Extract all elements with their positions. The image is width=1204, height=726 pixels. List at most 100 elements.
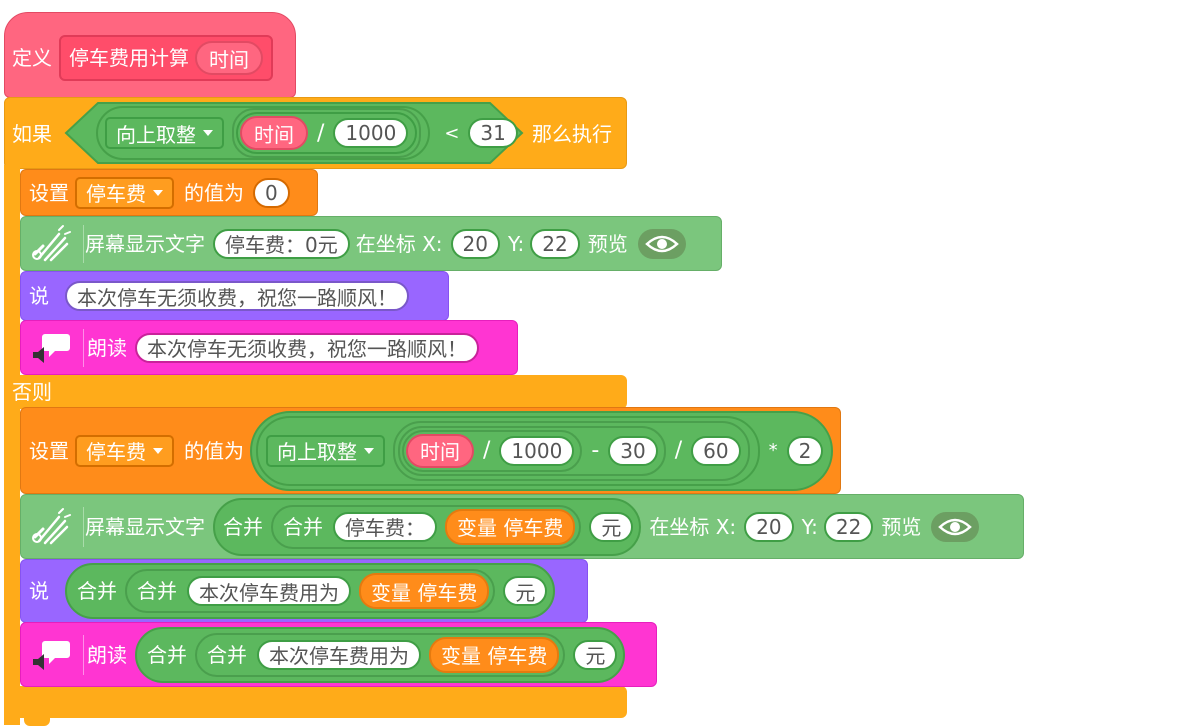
speaker-icon [33, 346, 44, 363]
show-text-block-2[interactable]: 屏幕显示文字 合并 合并 停车费： 变量 停车费 元 在坐标 X: 20 Y: … [20, 494, 1024, 559]
eye-icon [644, 235, 679, 252]
say-block-2[interactable]: 说 合并 合并 本次停车费用为 变量 停车费 元 [20, 559, 588, 623]
show-text-label: 屏幕显示文字 [85, 231, 205, 256]
x-input[interactable]: 20 [450, 228, 500, 259]
set-fee-zero-block[interactable]: 设置 停车费 的值为 0 [20, 169, 318, 216]
join-prefix-input[interactable]: 本次停车费用为 [257, 639, 421, 670]
say-label: 说 [29, 579, 49, 603]
time-var-reporter[interactable]: 时间 [240, 116, 308, 150]
round-up-dropdown[interactable]: 向上取整 [105, 117, 224, 149]
param-time[interactable]: 时间 [195, 41, 263, 75]
divide-reporter[interactable]: 时间 / 1000 [232, 108, 422, 158]
condition-content: 向上取整 时间 / 1000 < 31 [96, 105, 518, 161]
join-label: 合并 [207, 642, 247, 667]
icon-divider [83, 329, 84, 367]
join-label: 合并 [137, 579, 177, 603]
preview-label: 预览 [881, 514, 922, 539]
if-bottom-notch [24, 716, 50, 726]
set-label: 设置 [29, 180, 69, 205]
speech-bubble-icon [33, 640, 70, 670]
magic-wand-icon [32, 224, 71, 261]
divisor-input[interactable]: 1000 [333, 118, 409, 148]
if-arm [4, 165, 20, 725]
coord-x-label: 在坐标 X: [355, 231, 443, 256]
multiply-reporter[interactable]: 向上取整 时间 / 1000 - 30 / 60 * 2 [250, 410, 834, 491]
speak-label: 朗读 [87, 335, 127, 360]
preview-toggle[interactable] [637, 228, 686, 259]
round-up-reporter[interactable]: 向上取整 时间 / 1000 [96, 106, 431, 160]
join-inner[interactable]: 合并 停车费： 变量 停车费 [271, 504, 582, 549]
set-label: 设置 [29, 438, 69, 463]
join-outer[interactable]: 合并 合并 本次停车费用为 变量 停车费 元 [135, 626, 626, 683]
join-label: 合并 [223, 514, 263, 539]
else-bar [4, 375, 627, 409]
if-keyword: 如果 [12, 122, 52, 146]
speak-block-1[interactable]: 朗读 本次停车无须收费，祝您一路顺风！ [20, 320, 518, 375]
speech-bubble-icon [33, 333, 70, 363]
fee-var-reporter[interactable]: 变量 停车费 [429, 636, 560, 673]
divide60-reporter[interactable]: 时间 / 1000 - 30 / 60 [393, 420, 750, 481]
say-block-1[interactable]: 说 本次停车无须收费，祝您一路顺风！ [20, 271, 449, 321]
say-text-input[interactable]: 本次停车无须收费，祝您一路顺风！ [65, 281, 409, 311]
if-footer [4, 686, 627, 718]
show-text-input[interactable]: 停车费：0元 [213, 228, 350, 259]
speak-text-input[interactable]: 本次停车无须收费，祝您一路顺风！ [135, 332, 479, 363]
speak-label: 朗读 [87, 642, 127, 667]
compare-value-input[interactable]: 31 [468, 118, 518, 148]
procedure-name: 停车费用计算 [69, 46, 189, 70]
define-keyword: 定义 [12, 46, 52, 70]
divide-op: / [483, 438, 491, 463]
factor-input[interactable]: 2 [786, 435, 824, 466]
fee-var-dropdown[interactable]: 停车费 [75, 434, 174, 467]
fee-var-dropdown[interactable]: 停车费 [75, 176, 174, 209]
icon-divider [83, 635, 84, 675]
y-input[interactable]: 22 [530, 228, 580, 259]
join-label: 合并 [77, 579, 117, 603]
round-up-dropdown[interactable]: 向上取整 [266, 434, 385, 467]
join-prefix-input[interactable]: 本次停车费用为 [187, 576, 351, 606]
divisor-60-input[interactable]: 60 [691, 435, 741, 466]
round-up-label: 向上取整 [116, 122, 196, 147]
divide1000-reporter[interactable]: 时间 / 1000 [402, 429, 583, 472]
y-input[interactable]: 22 [823, 511, 874, 542]
x-input[interactable]: 20 [744, 511, 794, 542]
minus-reporter[interactable]: 时间 / 1000 - 30 [398, 425, 666, 476]
join-outer[interactable]: 合并 合并 停车费： 变量 停车费 元 [213, 497, 642, 556]
round-up-reporter[interactable]: 向上取整 时间 / 1000 - 30 / 60 [256, 415, 760, 486]
join-unit-input[interactable]: 元 [589, 511, 634, 542]
divide-inner: 时间 / 1000 [236, 112, 418, 154]
else-keyword: 否则 [12, 380, 52, 404]
join-prefix-input[interactable]: 停车费： [333, 511, 437, 542]
show-text-block-1[interactable]: 屏幕显示文字 停车费：0元 在坐标 X: 20 Y: 22 预览 [20, 216, 722, 271]
join-outer[interactable]: 合并 合并 本次停车费用为 变量 停车费 元 [65, 563, 556, 619]
fee-var-reporter[interactable]: 变量 停车费 [359, 573, 490, 609]
dropdown-caret-icon [153, 447, 163, 454]
join-inner[interactable]: 合并 本次停车费用为 变量 停车费 [125, 569, 496, 613]
set-fee-formula-block[interactable]: 设置 停车费 的值为 向上取整 时间 / 1000 - 30 / [20, 407, 841, 494]
set-suffix: 的值为 [184, 180, 244, 205]
set-value-input[interactable]: 0 [253, 177, 290, 208]
speak-block-2[interactable]: 朗读 合并 合并 本次停车费用为 变量 停车费 元 [20, 622, 657, 687]
speaker-icon [33, 653, 44, 670]
round-up-label: 向上取整 [277, 440, 357, 464]
join-label: 合并 [283, 514, 323, 539]
join-inner[interactable]: 合并 本次停车费用为 变量 停车费 [195, 632, 566, 677]
divide-op-2: / [674, 438, 683, 463]
minus-op: - [591, 438, 600, 463]
divisor-input[interactable]: 1000 [499, 435, 575, 466]
show-text-label: 屏幕显示文字 [85, 514, 205, 539]
coord-x-label: 在坐标 X: [649, 514, 737, 539]
dropdown-caret-icon [203, 130, 213, 136]
time-var-reporter[interactable]: 时间 [406, 433, 474, 468]
define-prototype[interactable]: 停车费用计算 时间 [59, 35, 273, 81]
join-unit-input[interactable]: 元 [503, 576, 548, 606]
dropdown-caret-icon [364, 447, 374, 454]
subtract-input[interactable]: 30 [608, 435, 658, 466]
coord-y-label: Y: [801, 514, 818, 539]
preview-label: 预览 [587, 231, 628, 256]
join-unit-input[interactable]: 元 [573, 639, 618, 670]
fee-var-reporter[interactable]: 变量 停车费 [445, 508, 576, 545]
preview-toggle[interactable] [931, 511, 980, 542]
fee-var-label: 停车费 [86, 182, 146, 206]
less-than-op: < [444, 122, 460, 144]
